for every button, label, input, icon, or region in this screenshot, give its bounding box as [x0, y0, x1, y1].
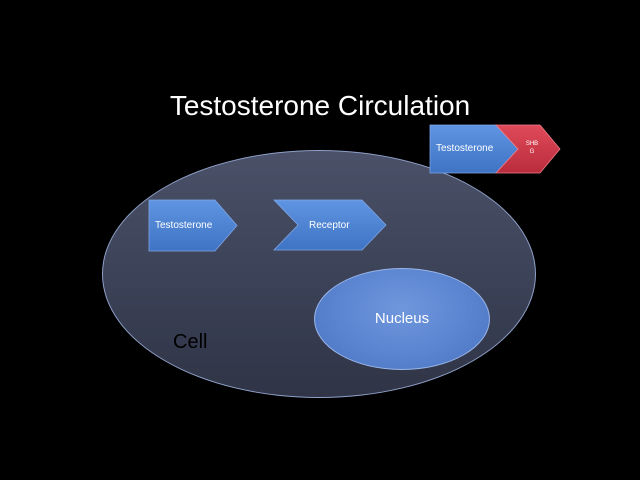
- slide-title: Testosterone Circulation: [169, 90, 471, 121]
- bound-testosterone-label: Testosterone: [436, 143, 494, 154]
- shbg-label-line2: G: [529, 149, 535, 155]
- nucleus-shape: [314, 268, 490, 370]
- nucleus-label: Nucleus: [374, 310, 430, 327]
- receptor-label: Receptor: [309, 220, 350, 231]
- testosterone-label: Testosterone: [155, 220, 213, 231]
- receptor-chevron-shape: [273, 199, 387, 251]
- shbg-chevron-shape: [495, 124, 561, 174]
- cell-shape: [102, 150, 536, 398]
- shbg-label-line1: SHB: [525, 141, 539, 147]
- cell-label: Cell: [173, 331, 208, 353]
- testosterone-arrow-shape: [148, 199, 238, 252]
